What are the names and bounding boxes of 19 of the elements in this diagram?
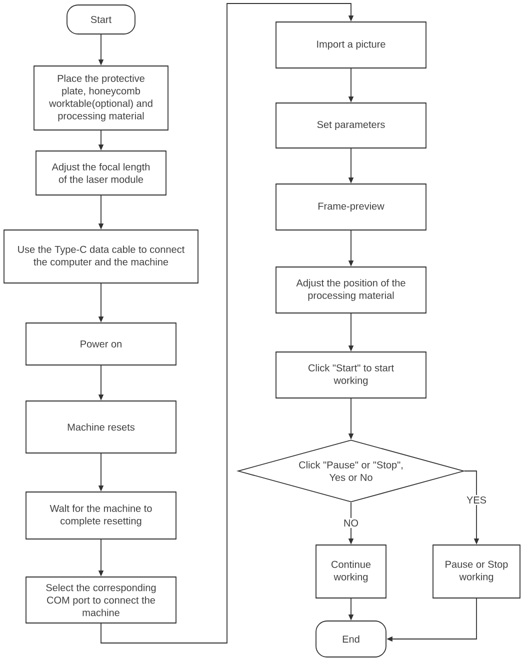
process-box: Place the protective plate, honeycomb worktable(optional) and processing material bbox=[34, 66, 168, 130]
process-box: Walt for the machine to complete resetting bbox=[26, 492, 176, 540]
process-box: Click "Start" to start working bbox=[276, 352, 426, 398]
process-box: Select the corresponding COM port to connect the machine bbox=[26, 576, 176, 624]
terminal-box: End bbox=[316, 620, 386, 658]
process-box: Pause or Stop working bbox=[432, 544, 520, 598]
process-box: Power on bbox=[26, 322, 176, 366]
process-box: Use the Type-C data cable to connect the computer and the machine bbox=[4, 230, 198, 284]
process-box: Machine resets bbox=[26, 400, 176, 454]
process-box: Set parameters bbox=[276, 102, 426, 148]
arrow bbox=[100, 3, 354, 644]
process-box: Adjust the position of the processing material bbox=[276, 266, 426, 314]
process-box: Frame-preview bbox=[276, 184, 426, 230]
terminal-box: Start bbox=[66, 4, 136, 34]
process-box: Continue working bbox=[316, 544, 386, 598]
edge-label: YES bbox=[465, 494, 488, 506]
edge-label: NO bbox=[342, 518, 360, 528]
process-box: Import a picture bbox=[276, 22, 426, 68]
process-box: Adjust the focal length of the laser module bbox=[36, 150, 166, 196]
